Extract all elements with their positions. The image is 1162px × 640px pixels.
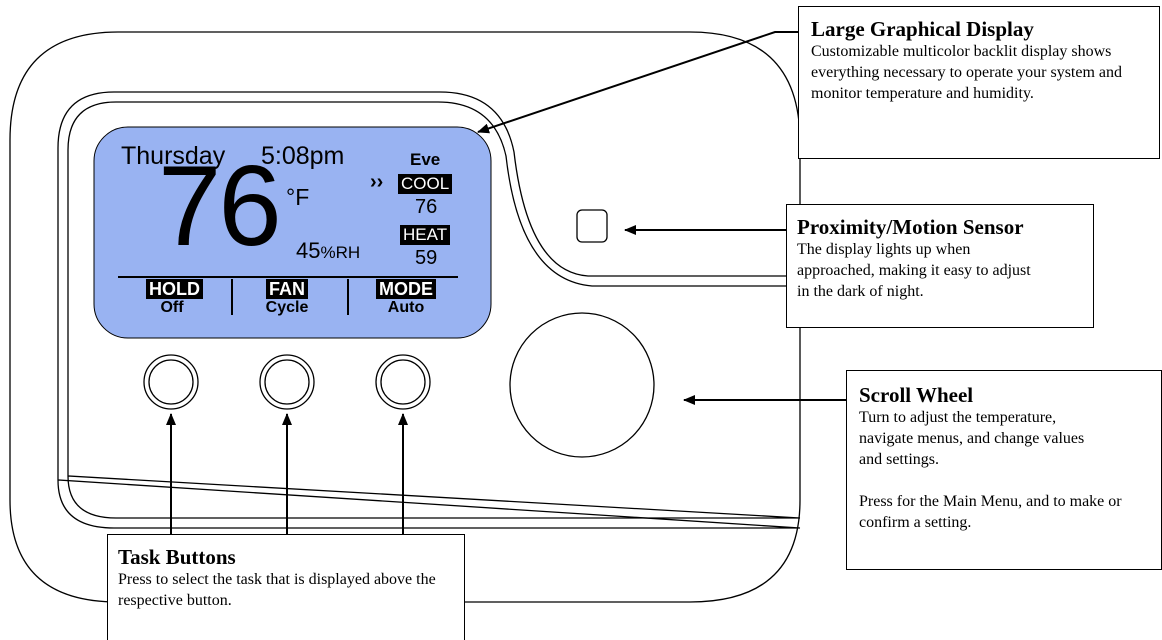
lcd-tab-hold-label: HOLD <box>146 279 203 299</box>
lcd-tab-fan-label: FAN <box>266 279 308 299</box>
lcd-humidity-number: 45 <box>296 238 321 263</box>
lcd-humidity-value: 45%RH <box>296 238 360 264</box>
faceplate-outline-outer <box>57 91 801 529</box>
lcd-current-temperature: 76 <box>158 143 282 270</box>
callout-task-buttons: Task Buttons Press to select the task th… <box>107 534 465 640</box>
lcd-tab-hold-value: Off <box>160 299 184 316</box>
callout-display-body: Customizable multicolor backlit display … <box>811 43 1123 102</box>
callout-wheel-body-2: Press for the Main Menu, and to make or … <box>859 493 1122 531</box>
faceplate-outline-inner <box>67 101 801 519</box>
lcd-tab-mode-label: MODE <box>376 279 436 299</box>
lcd-heat-label: HEAT <box>400 225 451 245</box>
task-button-fan[interactable] <box>259 354 315 410</box>
lcd-heat-setpoint: 59 <box>415 247 438 269</box>
callout-sensor-title: Proximity/Motion Sensor <box>797 215 1024 239</box>
callout-sensor-body: The display lights up when approached, m… <box>797 241 1031 300</box>
callout-buttons-title: Task Buttons <box>118 545 236 569</box>
callout-wheel-title: Scroll Wheel <box>859 383 974 407</box>
callout-scroll-wheel: Scroll Wheel Turn to adjust the temperat… <box>846 370 1162 570</box>
lcd-tab-fan-value: Cycle <box>265 299 309 316</box>
callout-buttons-body: Press to select the task that is display… <box>118 571 436 609</box>
lcd-cool-setpoint: 76 <box>415 196 438 218</box>
callout-display-title: Large Graphical Display <box>811 17 1034 41</box>
lcd-period: Eve <box>410 150 441 169</box>
callout-large-graphical-display: Large Graphical Display Customizable mul… <box>798 6 1160 159</box>
lcd-cool-label: COOL <box>398 174 453 194</box>
proximity-sensor <box>576 209 608 243</box>
lcd-humidity-unit: %RH <box>320 243 361 262</box>
lcd-temperature-unit: °F <box>286 184 310 210</box>
lcd-day: Thursday <box>121 142 226 170</box>
task-button-hold[interactable] <box>143 354 199 410</box>
callout-proximity-sensor: Proximity/Motion Sensor The display ligh… <box>786 204 1094 328</box>
lcd-time: 5:08pm <box>261 142 345 170</box>
display-callout-arrow <box>477 31 800 134</box>
scroll-wheel[interactable] <box>509 312 655 458</box>
lcd-tab-mode-value: Auto <box>387 299 425 316</box>
callout-wheel-body-1: Turn to adjust the temperature, navigate… <box>859 409 1085 468</box>
task-button-mode[interactable] <box>375 354 431 410</box>
lcd-cool-indicator-icon: ›› <box>370 171 384 193</box>
